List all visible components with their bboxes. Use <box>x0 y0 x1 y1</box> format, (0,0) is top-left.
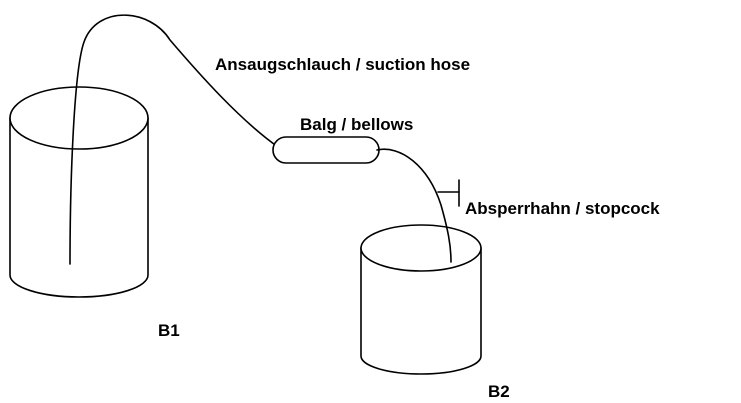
container-b2 <box>360 224 482 375</box>
stopcock <box>437 179 460 207</box>
label-stopcock: Absperrhahn / stopcock <box>465 199 660 218</box>
label-b1: B1 <box>158 321 180 340</box>
label-suction-hose: Ansaugschlauch / suction hose <box>215 55 470 74</box>
container-b1 <box>9 86 149 298</box>
outlet-hose <box>376 148 452 263</box>
bellows <box>272 136 380 164</box>
label-bellows: Balg / bellows <box>300 115 413 134</box>
suction-hose <box>69 14 279 265</box>
label-b2: B2 <box>488 382 510 401</box>
